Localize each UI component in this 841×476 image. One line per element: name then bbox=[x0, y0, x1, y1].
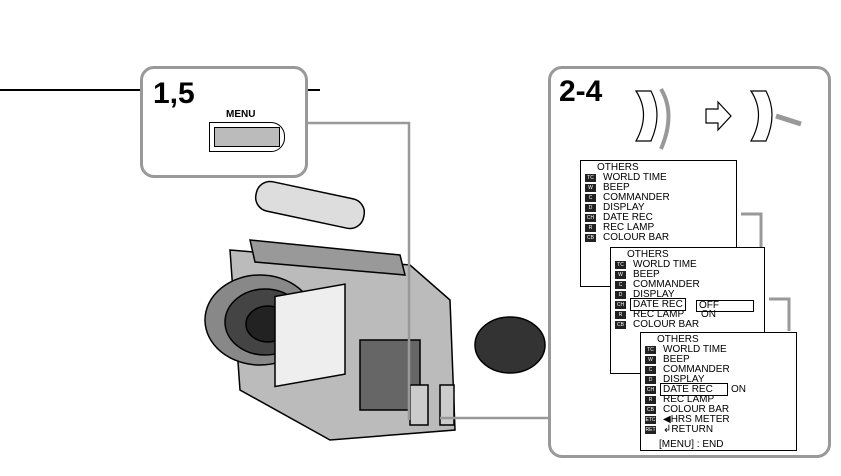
step-number: 1,5 bbox=[153, 77, 195, 110]
display-icon: D bbox=[585, 204, 596, 212]
step-number: 2-4 bbox=[559, 75, 603, 108]
eyecup bbox=[474, 316, 546, 374]
display-icon: D bbox=[615, 291, 626, 299]
rec-lamp-icon: R bbox=[645, 396, 656, 404]
dial-icon bbox=[634, 90, 658, 142]
commander-icon: C bbox=[645, 366, 656, 374]
option-on[interactable]: ON bbox=[701, 309, 716, 320]
rec-lamp-icon: R bbox=[615, 311, 626, 319]
dial-icon bbox=[749, 90, 773, 142]
colour-bar-icon: CB bbox=[645, 406, 656, 414]
menu-title: OTHERS bbox=[627, 249, 669, 260]
menu-footer: [MENU] : END bbox=[659, 439, 724, 450]
commander-icon: C bbox=[585, 194, 596, 202]
menu-button-location bbox=[409, 384, 429, 426]
beep-icon: W bbox=[645, 356, 656, 364]
menu-item[interactable]: RET↲RETURN bbox=[645, 424, 714, 435]
tc-icon: TC bbox=[645, 346, 656, 354]
option-off[interactable]: OFF bbox=[696, 300, 754, 312]
beep-icon: W bbox=[615, 271, 626, 279]
control-dial-location bbox=[439, 384, 455, 426]
menu-item[interactable]: ETC◀HRS METER bbox=[645, 414, 730, 425]
rec-lamp-icon: R bbox=[585, 224, 596, 232]
date-rec-icon: CH bbox=[645, 386, 656, 394]
colour-bar-icon: CB bbox=[585, 234, 596, 242]
etc-icon: ETC bbox=[645, 416, 656, 424]
lcd-panel bbox=[274, 283, 346, 388]
commander-icon: C bbox=[615, 281, 626, 289]
arrow-right-icon bbox=[705, 100, 732, 132]
microphone bbox=[254, 180, 366, 230]
tc-icon: TC bbox=[615, 261, 626, 269]
rotate-arrow-icon bbox=[659, 87, 671, 150]
beep-icon: W bbox=[585, 184, 596, 192]
tc-icon: TC bbox=[585, 174, 596, 182]
selected-value: ON bbox=[731, 384, 746, 395]
menu-button-label: MENU bbox=[226, 109, 256, 120]
colour-bar-icon: CB bbox=[615, 321, 626, 329]
handle bbox=[249, 239, 406, 276]
menu-title: OTHERS bbox=[657, 334, 699, 345]
return-icon: RET bbox=[645, 426, 656, 434]
next-arrow-1 bbox=[741, 212, 763, 247]
control-dial-diagram bbox=[634, 87, 802, 331]
display-icon: D bbox=[645, 376, 656, 384]
date-rec-icon: CH bbox=[615, 301, 626, 309]
callout-menu-button: 1,5 MENU bbox=[140, 66, 308, 178]
callout-leader-1 bbox=[305, 121, 411, 420]
next-arrow-2 bbox=[769, 297, 791, 331]
press-arrow-icon bbox=[775, 113, 802, 127]
date-rec-icon: CH bbox=[585, 214, 596, 222]
menu-button[interactable] bbox=[209, 122, 285, 152]
menu-title: OTHERS bbox=[597, 162, 639, 173]
